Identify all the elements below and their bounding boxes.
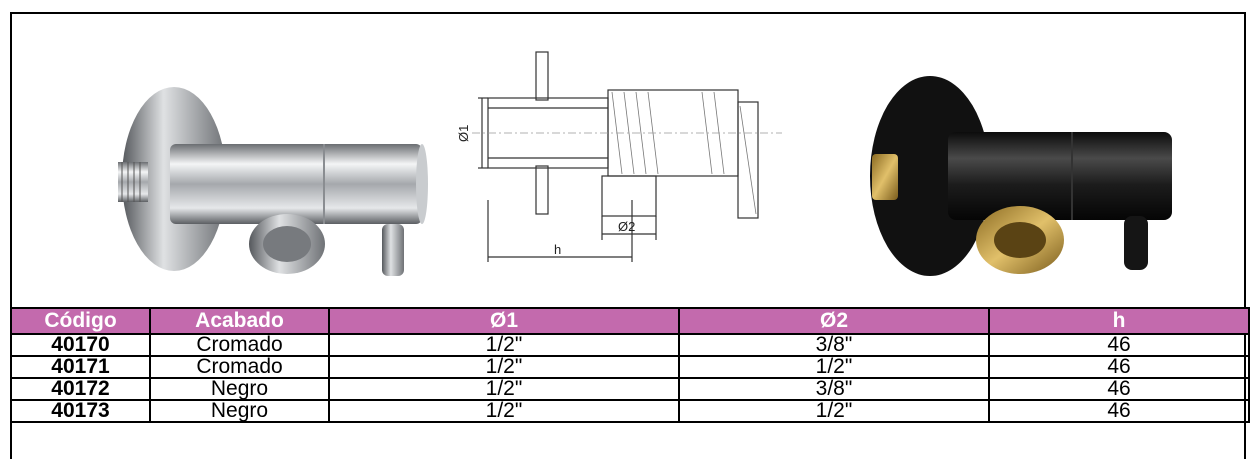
cell-d1: 1/2"	[328, 355, 680, 379]
cell-codigo: 40173	[10, 399, 151, 423]
chrome-valve-image	[118, 87, 428, 276]
cell-acabado: Cromado	[149, 333, 330, 357]
cell-d1: 1/2"	[328, 333, 680, 357]
cell-codigo: 40170	[10, 333, 151, 357]
cell-d2: 1/2"	[678, 399, 990, 423]
cell-h: 46	[988, 333, 1250, 357]
black-valve-image	[870, 76, 1172, 276]
header-acabado: Acabado	[149, 307, 330, 335]
cell-d2: 3/8"	[678, 333, 990, 357]
spec-table: Código Acabado Ø1 Ø2 h 40170 Cromado 1/2…	[10, 307, 1250, 423]
cell-h: 46	[988, 399, 1250, 423]
cell-acabado: Cromado	[149, 355, 330, 379]
d1-label: Ø1	[456, 125, 471, 142]
technical-drawing: Ø1 Ø2 h	[456, 51, 782, 262]
cell-h: 46	[988, 377, 1250, 401]
product-images: Ø1 Ø2 h	[12, 14, 1244, 306]
table-row: 40173 Negro 1/2" 1/2" 46	[10, 399, 1250, 423]
product-sheet: Ø1 Ø2 h	[10, 12, 1250, 459]
cell-acabado: Negro	[149, 399, 330, 423]
cell-codigo: 40172	[10, 377, 151, 401]
d2-label: Ø2	[618, 219, 635, 234]
header-h: h	[988, 307, 1250, 335]
cell-acabado: Negro	[149, 377, 330, 401]
cell-h: 46	[988, 355, 1250, 379]
h-label: h	[554, 242, 561, 257]
table-row: 40172 Negro 1/2" 3/8" 46	[10, 377, 1250, 401]
cell-d1: 1/2"	[328, 377, 680, 401]
table-header-row: Código Acabado Ø1 Ø2 h	[10, 307, 1250, 335]
table-row: 40171 Cromado 1/2" 1/2" 46	[10, 355, 1250, 379]
cell-d2: 1/2"	[678, 355, 990, 379]
header-d2: Ø2	[678, 307, 990, 335]
header-d1: Ø1	[328, 307, 680, 335]
cell-d1: 1/2"	[328, 399, 680, 423]
header-codigo: Código	[10, 307, 151, 335]
cell-codigo: 40171	[10, 355, 151, 379]
cell-d2: 3/8"	[678, 377, 990, 401]
table-row: 40170 Cromado 1/2" 3/8" 46	[10, 333, 1250, 357]
